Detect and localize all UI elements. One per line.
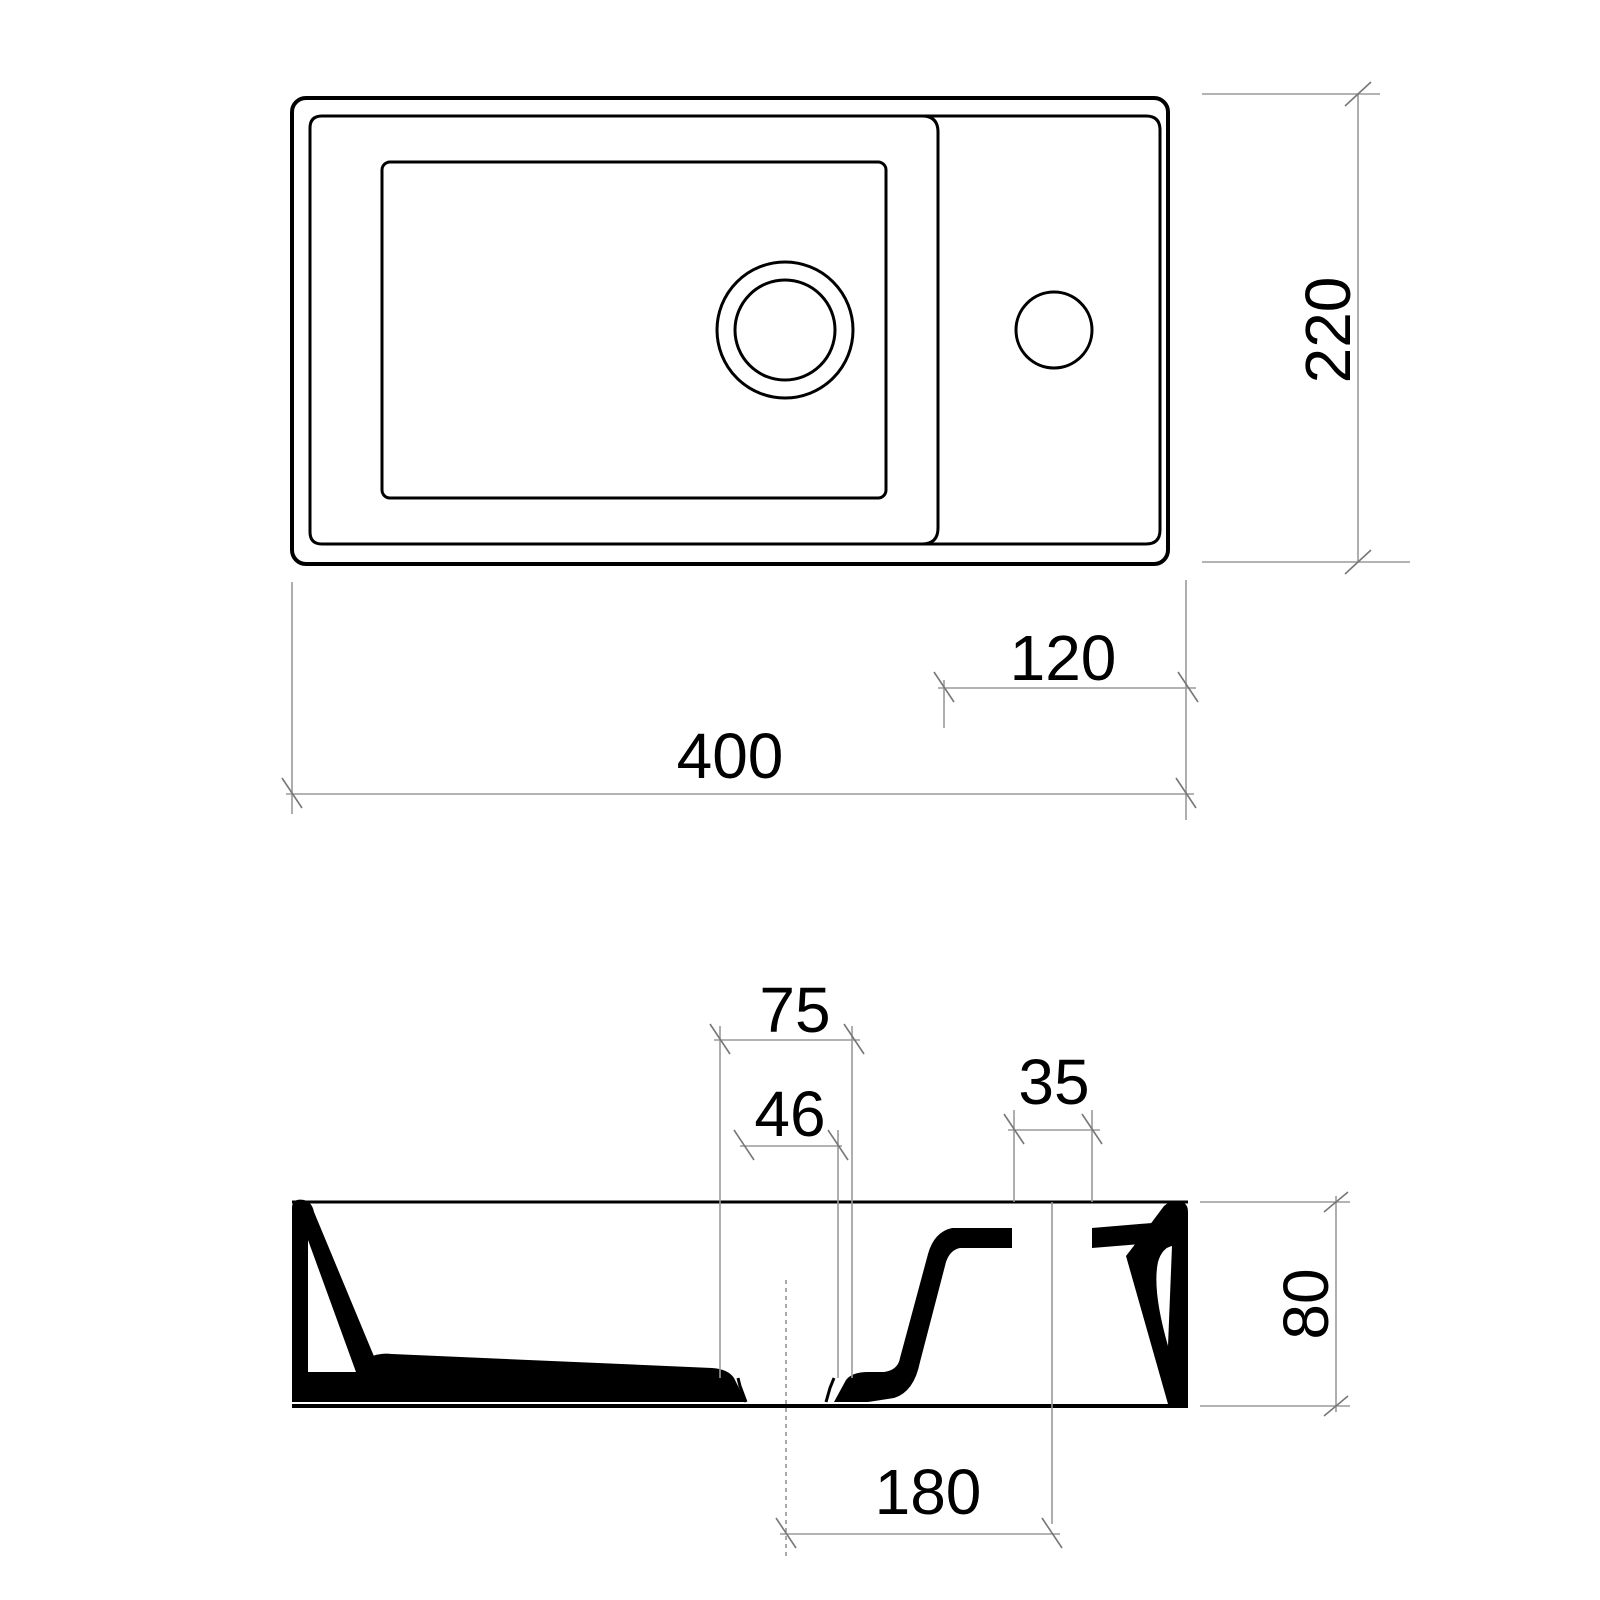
tap-hole [1014,290,1094,370]
dimension-total-width-label: 400 [677,720,784,792]
sink-outer-rim [290,96,1170,566]
dimension-shelf-width: 120 [933,580,1199,728]
dimension-overflow-outer: 75 [709,974,865,1378]
right-wall-section [1126,1201,1188,1404]
drain-outer-ring [715,260,855,400]
dimension-shelf-width-label: 120 [1010,622,1117,694]
dimension-total-width: 400 [281,582,1197,820]
drain-inner-ring [733,278,837,382]
dimension-overflow-inner-label: 46 [754,1078,825,1150]
left-wall-section [292,1199,380,1388]
dimension-height: 80 [1200,1191,1350,1417]
dimension-overflow-inner: 46 [733,1078,849,1378]
drain-opening-section [736,1377,836,1403]
section-view [292,1199,1188,1560]
dimension-height-label: 80 [1270,1268,1342,1339]
dimension-tap-hole: 35 [1003,1046,1103,1202]
dimension-drain-offset-label: 180 [875,1456,982,1528]
dimension-tap-hole-label: 35 [1018,1046,1089,1118]
basin-inner-floor [380,160,888,500]
dimension-drain-offset: 180 [775,1456,1063,1549]
dimension-depth: 220 [1202,81,1410,575]
basin-divider [921,114,940,546]
basin-and-shelf-outline [308,114,1162,546]
dimension-depth-label: 220 [1292,277,1364,384]
dimension-overflow-outer-label: 75 [759,974,830,1046]
basin-floor-section [292,1353,746,1402]
right-basin-wall-section [834,1228,1012,1402]
top-view [290,96,1170,566]
